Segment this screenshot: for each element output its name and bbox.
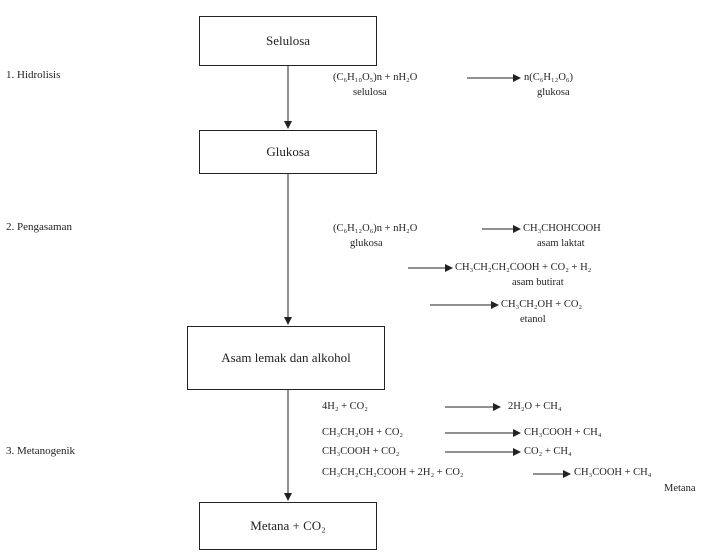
- pengasaman-reactant: (C₆H₁₂O₆)n + nH₂O: [333, 223, 418, 234]
- metanogenik-product-3: CO₂ + CH₄: [524, 446, 572, 457]
- box-metana-co2: Metana + CO₂: [199, 502, 377, 550]
- hidrolisis-product-label: glukosa: [537, 87, 570, 98]
- box-glukosa: Glukosa: [199, 130, 377, 174]
- hidrolisis-product: n(C₆H₁₂O₆): [524, 72, 574, 83]
- metanogenik-product-1: 2H₂O + CH₄: [508, 401, 562, 412]
- metanogenik-label-metana: Metana: [664, 483, 696, 494]
- pengasaman-label-laktat: asam laktat: [537, 238, 585, 249]
- metanogenik-reactant-1: 4H₂ + CO₂: [322, 401, 368, 412]
- pengasaman-label-butirat: asam butirat: [512, 277, 564, 288]
- metanogenik-reactant-2: CH₃CH₂OH + CO₂: [322, 427, 404, 438]
- metanogenik-reactant-3: CH₃COOH + CO₂: [322, 446, 400, 457]
- stage-label-pengasaman: 2. Pengasaman: [6, 221, 72, 233]
- box-selulosa: Selulosa: [199, 16, 377, 66]
- metanogenik-product-4: CH₃COOH + CH₄: [574, 467, 652, 478]
- hidrolisis-reactant-label: selulosa: [353, 87, 387, 98]
- metanogenik-reactant-4: CH₃CH₂CH₂COOH + 2H₂ + CO₂: [322, 467, 464, 478]
- hidrolisis-reactant: (C₆H₁₀O₅)n + nH₂O: [333, 72, 418, 83]
- pengasaman-label-etanol: etanol: [520, 314, 546, 325]
- pengasaman-product-laktat: CH₃CHOHCOOH: [523, 223, 601, 234]
- pengasaman-product-butirat: CH₃CH₂CH₂COOH + CO₂ + H₂: [455, 262, 592, 273]
- pengasaman-reactant-label: glukosa: [350, 238, 383, 249]
- pengasaman-product-etanol: CH₃CH₂OH + CO₂: [501, 299, 583, 310]
- stage-label-metanogenik: 3. Metanogenik: [6, 445, 76, 457]
- stage-label-hidrolisis: 1. Hidrolisis: [6, 69, 61, 81]
- box-asam-lemak-alkohol: Asam lemak dan alkohol: [187, 326, 385, 390]
- metanogenik-product-2: CH₃COOH + CH₄: [524, 427, 602, 438]
